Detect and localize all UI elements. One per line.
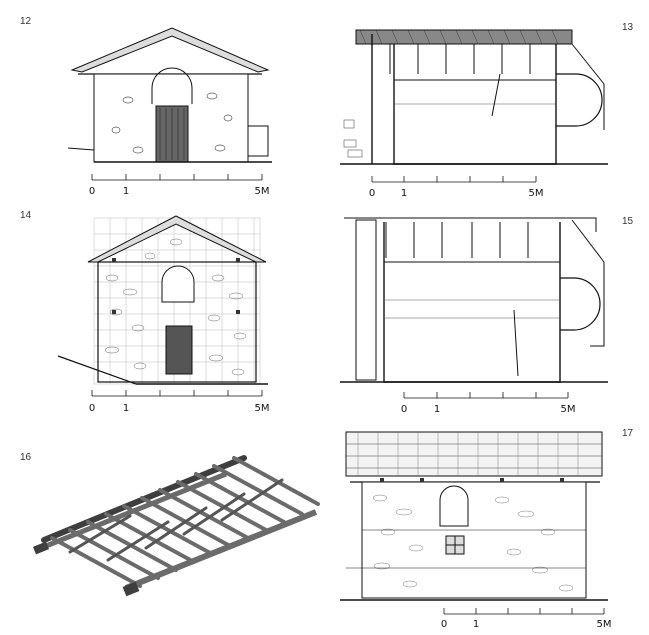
scale-zero-12: 0 [89, 186, 95, 197]
scale-zero-15: 0 [401, 404, 407, 415]
scale-one-12: 1 [123, 186, 129, 197]
scale-max-13: 5M [529, 188, 544, 199]
figure-number-13: 13 [622, 22, 634, 33]
scale-one-13: 1 [401, 188, 407, 199]
scale-max-15: 5M [561, 404, 576, 415]
scale-max-17: 5M [597, 619, 612, 630]
scale-one-17: 1 [473, 619, 479, 630]
door [165, 325, 193, 375]
figure-number-15: 15 [622, 216, 634, 227]
scale-one-15: 1 [434, 404, 440, 415]
scale-one-14: 1 [123, 403, 129, 414]
scale-max-12: 5M [255, 186, 270, 197]
figure-number-17: 17 [622, 428, 634, 439]
figure-number-16: 16 [20, 452, 32, 463]
scale-max-14: 5M [255, 403, 270, 414]
scale-zero-13: 0 [369, 188, 375, 199]
scale-zero-14: 0 [89, 403, 95, 414]
figure-number-14: 14 [20, 210, 32, 221]
scale-zero-17: 0 [441, 619, 447, 630]
figure-number-12: 12 [20, 16, 32, 27]
